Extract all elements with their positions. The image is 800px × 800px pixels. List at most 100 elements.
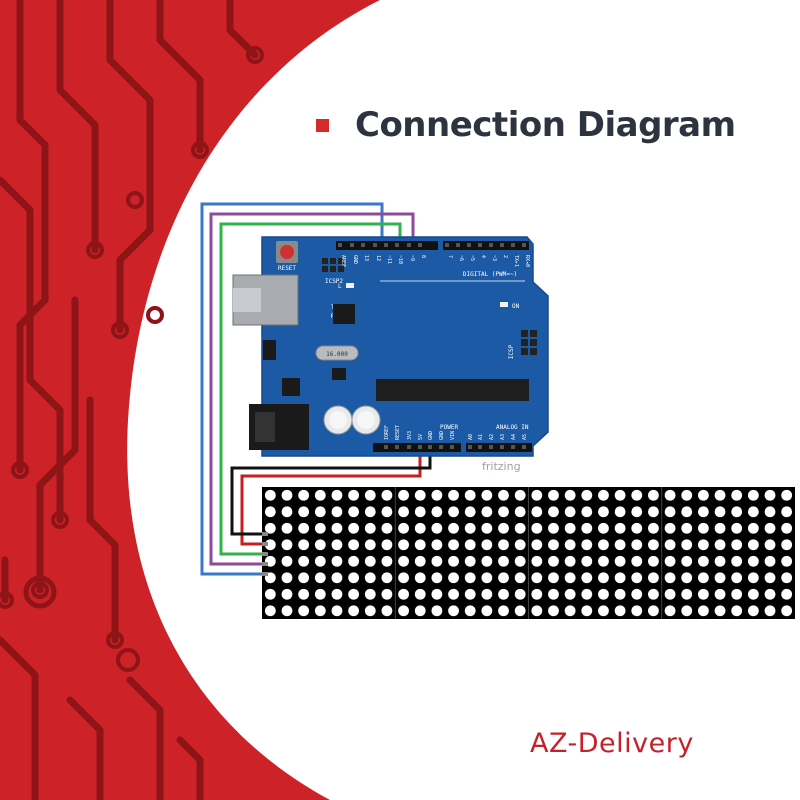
matrix-led-dot xyxy=(781,506,793,518)
matrix-led-dot xyxy=(564,605,576,617)
matrix-led-dot xyxy=(398,539,409,551)
circuit-pad xyxy=(106,631,124,649)
matrix-led-dot xyxy=(614,522,626,534)
matrix-led-dot xyxy=(681,506,693,518)
matrix-led-dot xyxy=(648,539,659,551)
matrix-led-dot xyxy=(281,572,293,584)
matrix-led-dot xyxy=(464,539,476,551)
crystal-label: 16.000 xyxy=(326,351,348,358)
arduino-uno-board xyxy=(261,236,549,457)
matrix-led-dot xyxy=(747,539,759,551)
capacitor-top xyxy=(357,411,375,429)
matrix-led-dot xyxy=(631,489,643,501)
matrix-led-dot xyxy=(731,539,743,551)
pin-label: ~6 xyxy=(458,255,464,261)
matrix-input-pin xyxy=(262,532,268,536)
matrix-led-dot xyxy=(314,489,326,501)
matrix-led-dot xyxy=(747,605,759,617)
matrix-led-dot xyxy=(764,572,776,584)
matrix-led-dot xyxy=(431,588,443,600)
on-label: ON xyxy=(512,303,520,310)
matrix-led-dot xyxy=(531,522,543,534)
matrix-led-dot xyxy=(681,588,693,600)
matrix-led-dot xyxy=(714,588,726,600)
header-pin xyxy=(395,445,399,449)
matrix-led-dot xyxy=(364,489,376,501)
header-digital-low xyxy=(443,241,529,250)
icsp-pin xyxy=(530,330,537,337)
matrix-led-dot xyxy=(364,572,376,584)
matrix-led-dot xyxy=(431,555,443,567)
matrix-led-dot xyxy=(381,555,393,567)
circuit-trace xyxy=(56,0,99,254)
matrix-led-dot xyxy=(331,572,343,584)
matrix-led-dot xyxy=(314,572,326,584)
pin-label: A2 xyxy=(489,434,495,440)
matrix-led-dot xyxy=(498,588,509,600)
matrix-led-dot xyxy=(614,489,626,501)
pin-label: 12 xyxy=(375,255,381,261)
matrix-led-dot xyxy=(298,489,310,501)
header-pin xyxy=(489,243,493,247)
matrix-led-dot xyxy=(514,555,526,567)
matrix-led-dot xyxy=(664,539,676,551)
title-bullet-icon xyxy=(316,118,329,132)
header-pin xyxy=(511,445,515,449)
matrix-led-dot xyxy=(548,522,559,534)
matrix-led-dot xyxy=(564,506,576,518)
matrix-led-dot xyxy=(498,489,509,501)
circuit-pad xyxy=(51,511,69,529)
matrix-led-dot xyxy=(448,572,459,584)
circuit-pad xyxy=(246,46,264,64)
matrix-led-dot xyxy=(364,605,376,617)
matrix-led-dot xyxy=(531,572,543,584)
matrix-led-dot xyxy=(714,555,726,567)
reset-button-cap xyxy=(280,245,294,259)
matrix-led-dot xyxy=(464,572,476,584)
matrix-led-dot xyxy=(648,506,659,518)
matrix-led-dot xyxy=(314,555,326,567)
matrix-led-dot xyxy=(648,605,659,617)
pin-label: 5V xyxy=(418,434,424,440)
pin-label: TX▸1 xyxy=(513,255,519,267)
matrix-input-pin xyxy=(262,562,268,566)
matrix-led-dot xyxy=(264,588,276,600)
pin-label: 13 xyxy=(363,255,369,261)
icsp-pin xyxy=(521,330,528,337)
header-pin xyxy=(373,243,377,247)
matrix-led-dot xyxy=(498,555,509,567)
matrix-led-dot xyxy=(614,588,626,600)
icsp-pin xyxy=(521,339,528,346)
matrix-led-dot xyxy=(331,555,343,567)
matrix-led-dot xyxy=(398,605,409,617)
matrix-led-dot xyxy=(448,522,459,534)
circuit-pad xyxy=(31,581,49,599)
matrix-led-dot xyxy=(381,522,393,534)
circuit-trace xyxy=(106,0,154,334)
circuit-trace xyxy=(0,636,39,800)
pin-label: ~11 xyxy=(386,255,392,264)
header-pin xyxy=(522,445,526,449)
circuit-via xyxy=(116,648,140,672)
icsp-pin xyxy=(530,339,537,346)
matrix-led-dot xyxy=(531,539,543,551)
brand-logo: AZ-Delivery xyxy=(530,728,694,759)
matrix-led-dot xyxy=(598,539,609,551)
matrix-led-dot xyxy=(548,555,559,567)
matrix-led-dot xyxy=(381,588,393,600)
matrix-led-dot xyxy=(464,506,476,518)
circuit-trace xyxy=(0,176,64,524)
matrix-led-dot xyxy=(714,506,726,518)
matrix-led-dot xyxy=(664,605,676,617)
matrix-led-dot xyxy=(514,588,526,600)
matrix-led-dot xyxy=(681,605,693,617)
matrix-led-dot xyxy=(614,506,626,518)
header-pin xyxy=(418,445,422,449)
matrix-led-dot xyxy=(631,539,643,551)
pin-label: RX◂0 xyxy=(524,255,530,267)
matrix-led-dot xyxy=(448,489,459,501)
matrix-led-dot xyxy=(747,522,759,534)
header-pin xyxy=(522,243,526,247)
matrix-led-dot xyxy=(714,572,726,584)
